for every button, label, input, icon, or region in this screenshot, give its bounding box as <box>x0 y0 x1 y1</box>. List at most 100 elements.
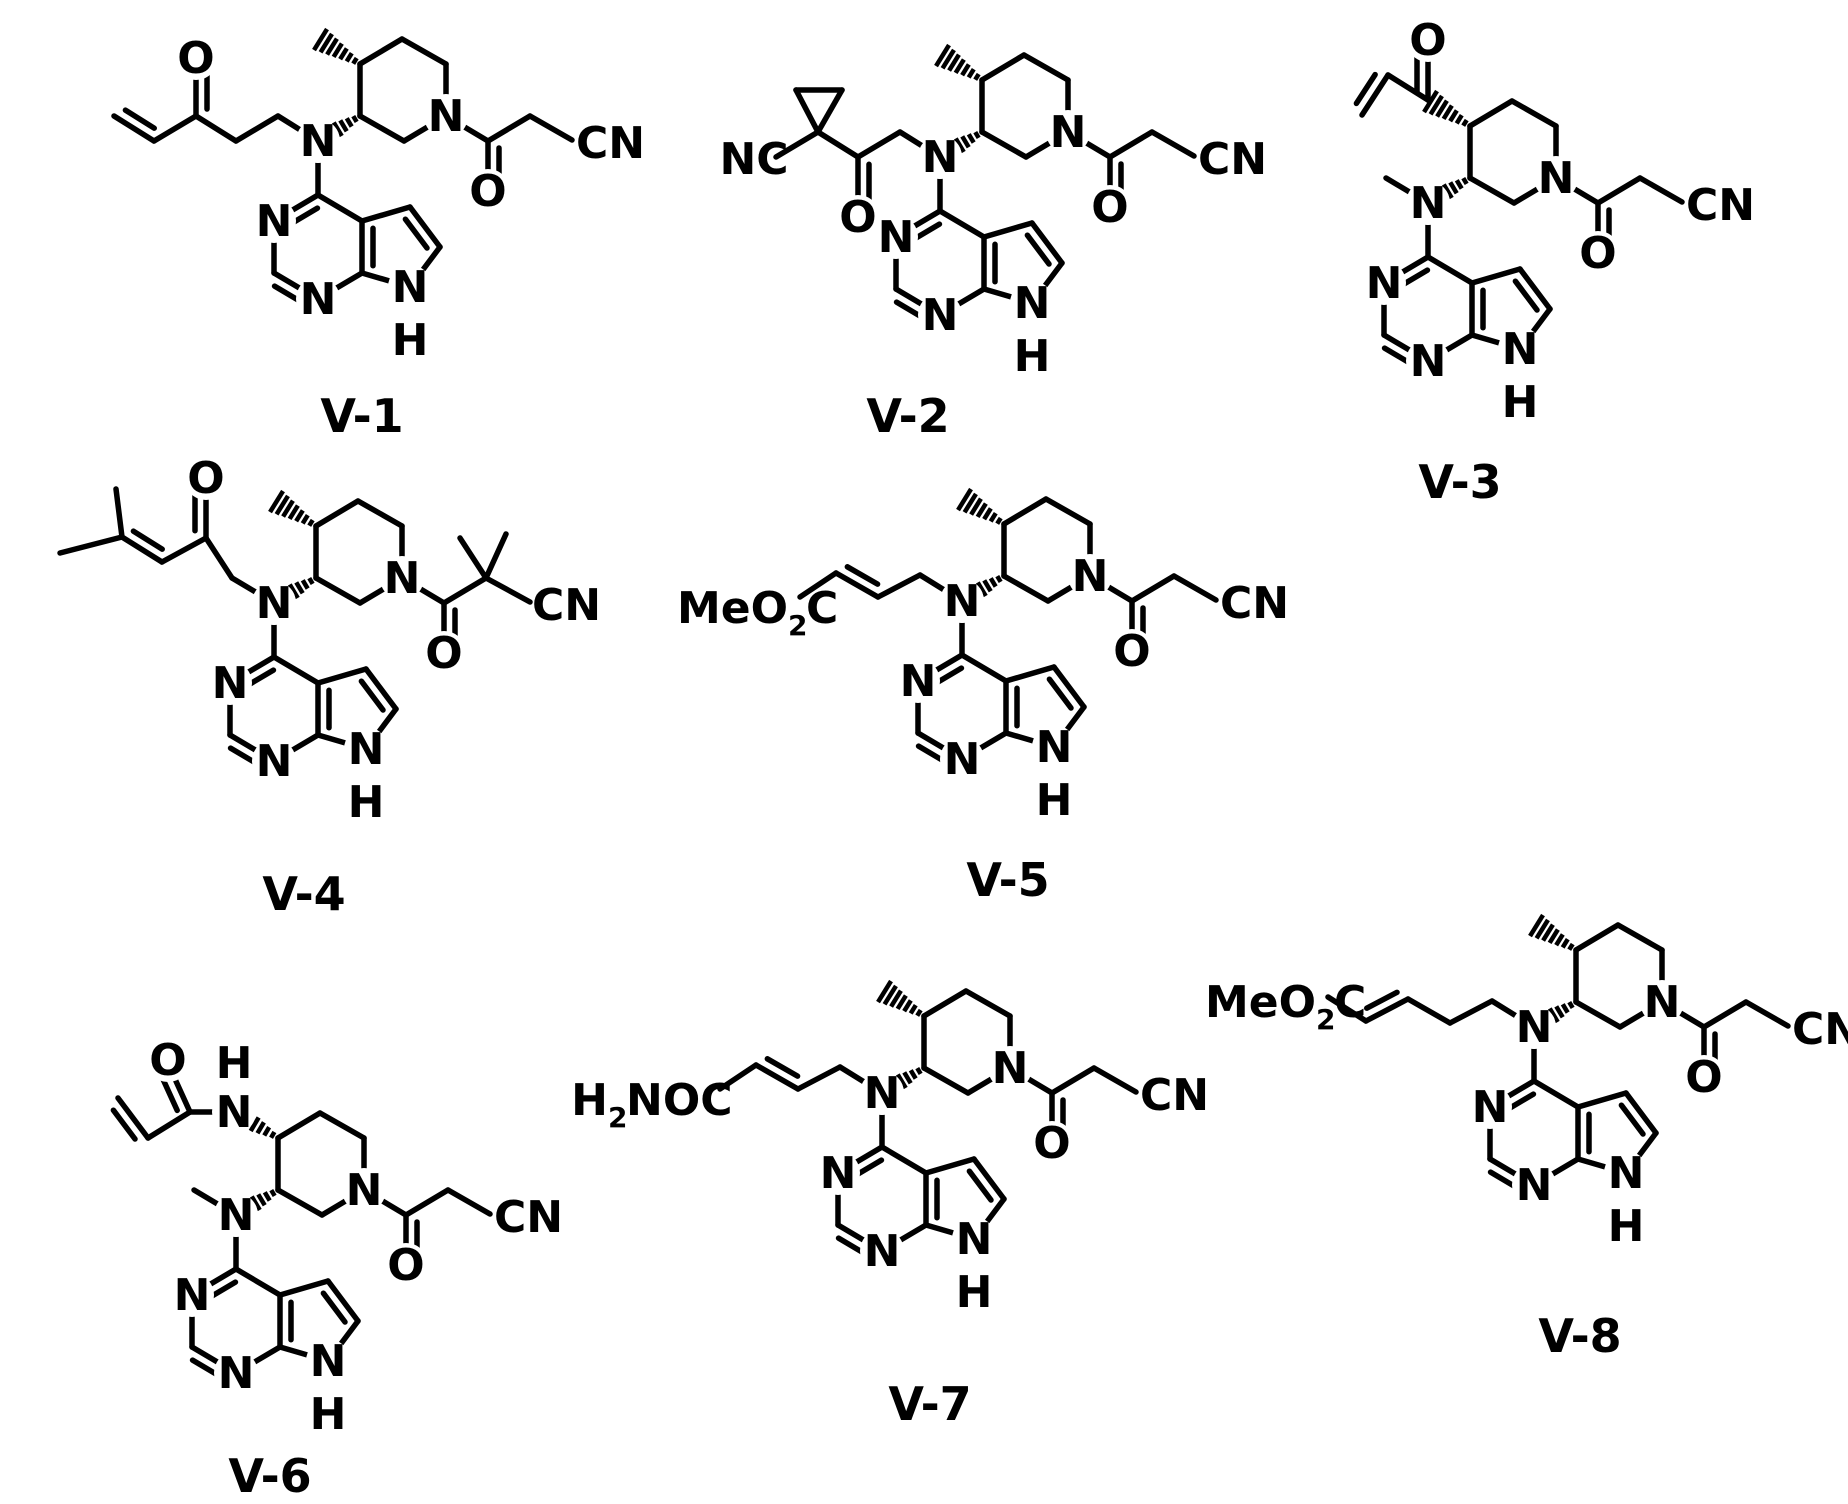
pyrimidine-n3: N <box>174 1270 211 1321</box>
pyrimidine-n3: N <box>212 658 249 709</box>
bond <box>1110 132 1152 157</box>
vinyl-bond <box>1362 75 1388 115</box>
bond <box>1004 499 1046 524</box>
bond <box>966 991 1010 1016</box>
bond <box>278 1113 320 1138</box>
bond <box>982 132 1026 157</box>
ester-label: MeO <box>677 583 788 634</box>
hash-stroke <box>353 116 356 122</box>
hash-stroke <box>1556 1006 1562 1017</box>
methyl-hashed-bond <box>878 981 921 1016</box>
bond <box>1512 101 1556 126</box>
amine-nitrogen: N <box>922 132 959 183</box>
bond <box>448 1190 490 1214</box>
bond <box>818 132 858 157</box>
bond <box>162 538 206 562</box>
bond <box>402 39 446 64</box>
bond <box>406 1190 448 1215</box>
hash-stroke <box>340 120 346 131</box>
hash-stroke <box>991 513 996 521</box>
pyrimidine-n1: N <box>1516 1160 1553 1211</box>
bond <box>486 578 530 602</box>
bond <box>1746 1002 1788 1026</box>
hash-stroke <box>984 580 990 591</box>
methyl-bond <box>486 534 506 578</box>
alkene-bond <box>756 1065 798 1089</box>
bond <box>1534 1081 1578 1107</box>
nitrile-label: CN <box>494 1192 563 1243</box>
compound-label: V-3 <box>1418 455 1501 509</box>
hash-stroke <box>991 578 996 586</box>
methyl-bond <box>460 538 486 578</box>
bond <box>1388 75 1428 100</box>
bond <box>1004 576 1048 601</box>
hash-stroke <box>347 53 352 61</box>
bond <box>924 1068 968 1093</box>
hash-stroke <box>1563 939 1568 947</box>
hash-stroke <box>296 582 302 593</box>
pyrrole-nh: N <box>348 724 385 775</box>
bond <box>320 1113 364 1138</box>
hash-stroke <box>296 510 303 521</box>
pyrrole-h: H <box>392 315 429 366</box>
bond <box>1408 999 1450 1023</box>
compound-v1: CNONNNHNNONV-1 <box>114 29 645 443</box>
hash-stroke <box>1569 944 1572 950</box>
hash-stroke <box>1450 110 1457 121</box>
bond <box>796 90 818 132</box>
pyrrole-nh: N <box>1014 278 1051 329</box>
pyrimidine-n3: N <box>1472 1082 1509 1133</box>
bond <box>962 655 1006 681</box>
hash-stroke <box>1457 115 1462 123</box>
hash-stroke <box>264 1127 269 1135</box>
pyrrole-nh: N <box>1608 1148 1645 1199</box>
amide-label: NOC <box>626 1075 733 1126</box>
oxygen-label: O <box>1091 182 1128 233</box>
bond <box>154 116 196 141</box>
ketone-oxygen: O <box>177 33 214 84</box>
hash-stroke <box>917 1068 920 1074</box>
hash-stroke <box>975 74 978 80</box>
pyrrole-nh: N <box>956 1214 993 1265</box>
hash-stroke <box>271 1132 274 1138</box>
hash-stroke <box>1450 182 1456 193</box>
hash-stroke <box>257 1122 263 1133</box>
hash-stroke <box>997 576 1000 582</box>
bond <box>940 211 984 237</box>
pyrrole-h: H <box>1014 331 1051 382</box>
nitrile-label: CN <box>1686 180 1755 231</box>
bond <box>1704 1002 1746 1027</box>
oxygen-label: O <box>1579 228 1616 279</box>
compound-label: V-7 <box>888 1377 971 1431</box>
methyl-bond <box>60 537 122 553</box>
bond <box>798 1067 840 1089</box>
hash-stroke <box>303 580 308 588</box>
methyl-bond <box>116 489 122 537</box>
hash-stroke <box>1457 180 1462 188</box>
hash-stroke <box>258 1194 264 1205</box>
hash-stroke <box>962 136 968 147</box>
oxygen-label: O <box>387 1240 424 1291</box>
pyrrole-h: H <box>310 1389 347 1440</box>
alkene-bond <box>122 537 162 562</box>
bond <box>882 1147 926 1173</box>
pyrimidine-n3: N <box>256 196 293 247</box>
hash-stroke <box>911 1005 916 1013</box>
oxygen-label: O <box>425 628 462 679</box>
methyl-hashed-bond <box>958 489 1001 524</box>
compound-label: V-6 <box>228 1449 311 1503</box>
bond <box>274 657 318 683</box>
piperidine-nitrogen: N <box>1644 977 1681 1028</box>
bond <box>1052 1068 1094 1093</box>
amide-oxygen: O <box>149 1035 186 1086</box>
piperidine-nitrogen: N <box>346 1165 383 1216</box>
nitrile-label: CN <box>576 118 645 169</box>
ester-label-c: C <box>806 583 838 634</box>
bond <box>1174 576 1216 600</box>
bond <box>858 132 900 157</box>
ester-label: MeO <box>1205 977 1316 1028</box>
oxygen-label: O <box>1685 1052 1722 1103</box>
vinyl-bond <box>114 116 154 141</box>
cyano-label: NC <box>719 134 788 185</box>
